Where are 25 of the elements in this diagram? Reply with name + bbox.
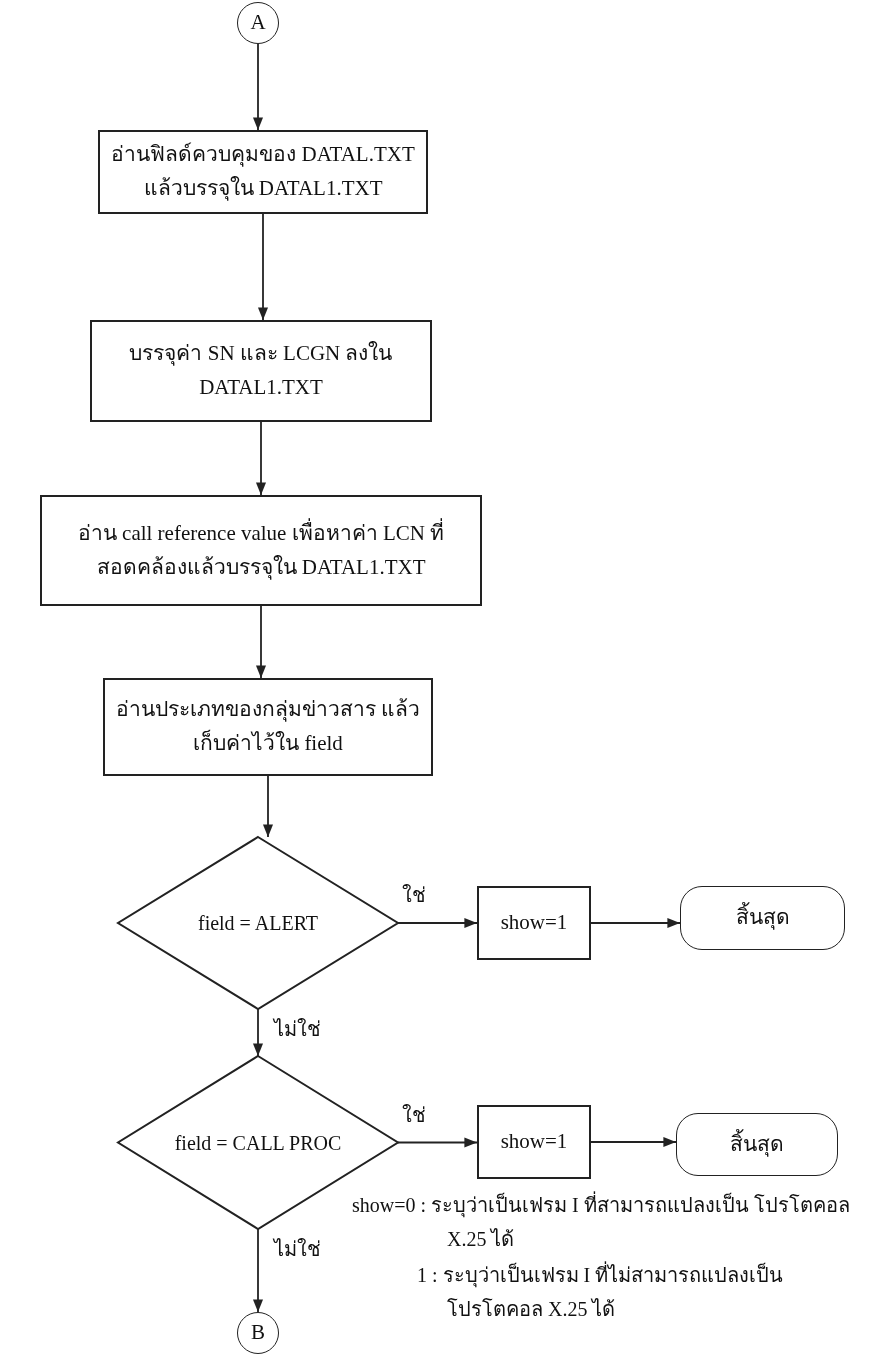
terminator: สิ้นสุด	[676, 1113, 838, 1176]
arrow	[257, 213, 269, 321]
note-text: show=0 : ระบุว่าเป็นเฟรม I ที่สามารถแปลงเป็น โปรโตคอล X.25 ได้	[352, 1188, 852, 1256]
arrow	[252, 43, 264, 131]
arrow	[252, 1008, 264, 1057]
arrow	[255, 421, 267, 496]
arrow	[590, 1136, 677, 1148]
note-text: 1 : ระบุว่าเป็นเฟรม I ที่ไม่สามารถแปลงเป็น โปรโตคอล X.25 ได้	[352, 1258, 852, 1326]
process-box: อ่านฟิลด์ควบคุมของ DATAL.TXT แล้วบรรจุใน DATAL1.TXT	[98, 130, 428, 214]
arrow	[255, 605, 267, 679]
process-box: อ่าน call reference value เพื่อหาค่า LCN ที่สอดคล้องแล้วบรรจุใน DATAL1.TXT	[40, 495, 482, 606]
arrow	[397, 1137, 478, 1148]
connector-circle: B	[237, 1312, 279, 1354]
connector-circle: A	[237, 2, 279, 44]
arrow	[397, 917, 478, 929]
decision-text: field = ALERT	[197, 911, 319, 936]
arrow	[590, 917, 681, 929]
process-box: show=1	[477, 886, 591, 960]
arrow	[262, 775, 274, 838]
process-box: อ่านประเภทของกลุ่มข่าวสาร แล้วเก็บค่าไว้ใน field	[103, 678, 433, 776]
process-box: บรรจุค่า SN และ LCGN ลงใน DATAL1.TXT	[90, 320, 432, 422]
terminator: สิ้นสุด	[680, 886, 845, 950]
arrow	[252, 1228, 264, 1313]
process-box: show=1	[477, 1105, 591, 1179]
decision-text: field = CALL PROC	[174, 1130, 342, 1156]
